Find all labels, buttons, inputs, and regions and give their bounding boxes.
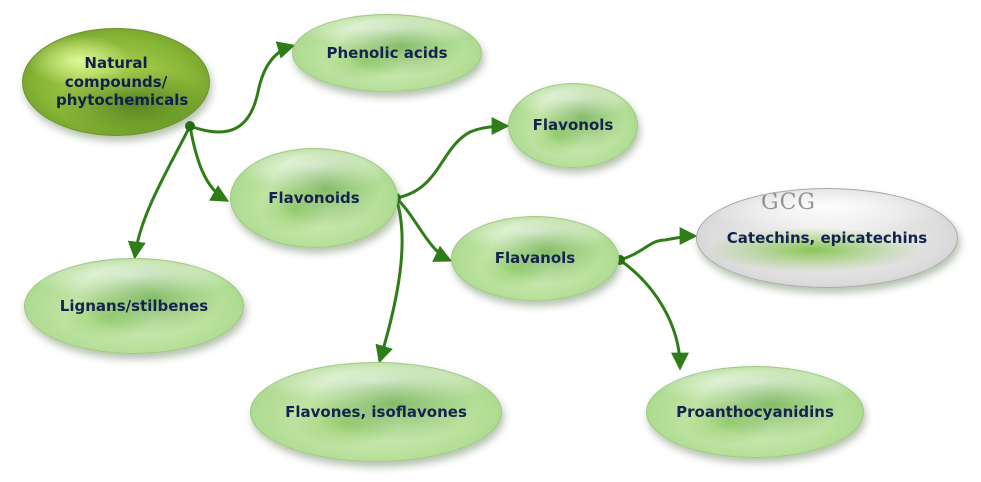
link-natural-phenolic bbox=[188, 41, 296, 134]
link-flavonoids-flavanols bbox=[394, 196, 453, 262]
node-proanthocyanidins: Proanthocyanidins bbox=[646, 366, 864, 458]
link-flavanols-proanthocyanidins bbox=[618, 258, 689, 371]
link-flavanols-catechins bbox=[618, 227, 698, 262]
node-natural-compounds-label: Natural compounds/ phytochemicals bbox=[56, 53, 189, 110]
link-natural-lignans bbox=[127, 124, 192, 260]
junction-dot-natural bbox=[185, 121, 195, 131]
catechin-structure-watermark: GCG bbox=[761, 190, 816, 215]
link-flavonoids-flavones bbox=[375, 196, 404, 364]
node-lignans-stilbenes: Lignans/stilbenes bbox=[24, 258, 244, 354]
node-flavanols-label: Flavanols bbox=[494, 249, 576, 268]
node-phenolic-acids: Phenolic acids bbox=[292, 14, 482, 92]
node-lignans-stilbenes-label: Lignans/stilbenes bbox=[59, 296, 209, 315]
node-flavones-isoflavones-label: Flavones, isoflavones bbox=[285, 402, 467, 421]
link-flavonoids-flavonols bbox=[394, 117, 510, 200]
node-flavanols: Flavanols bbox=[451, 216, 619, 301]
link-natural-flavonoids bbox=[188, 124, 230, 202]
node-flavonoids-label: Flavonoids bbox=[268, 188, 360, 207]
node-catechins-epicatechins-label: Catechins, epicatechins bbox=[726, 228, 928, 247]
node-natural-compounds: Natural compounds/ phytochemicals bbox=[22, 28, 210, 136]
node-catechins-epicatechins: GCG Catechins, epicatechins bbox=[696, 188, 958, 288]
node-flavonols-label: Flavonols bbox=[532, 116, 614, 135]
node-phenolic-acids-label: Phenolic acids bbox=[326, 43, 448, 62]
node-flavones-isoflavones: Flavones, isoflavones bbox=[250, 362, 502, 462]
node-proanthocyanidins-label: Proanthocyanidins bbox=[676, 402, 834, 421]
node-flavonoids: Flavonoids bbox=[230, 148, 398, 248]
node-flavonols: Flavonols bbox=[508, 83, 638, 168]
